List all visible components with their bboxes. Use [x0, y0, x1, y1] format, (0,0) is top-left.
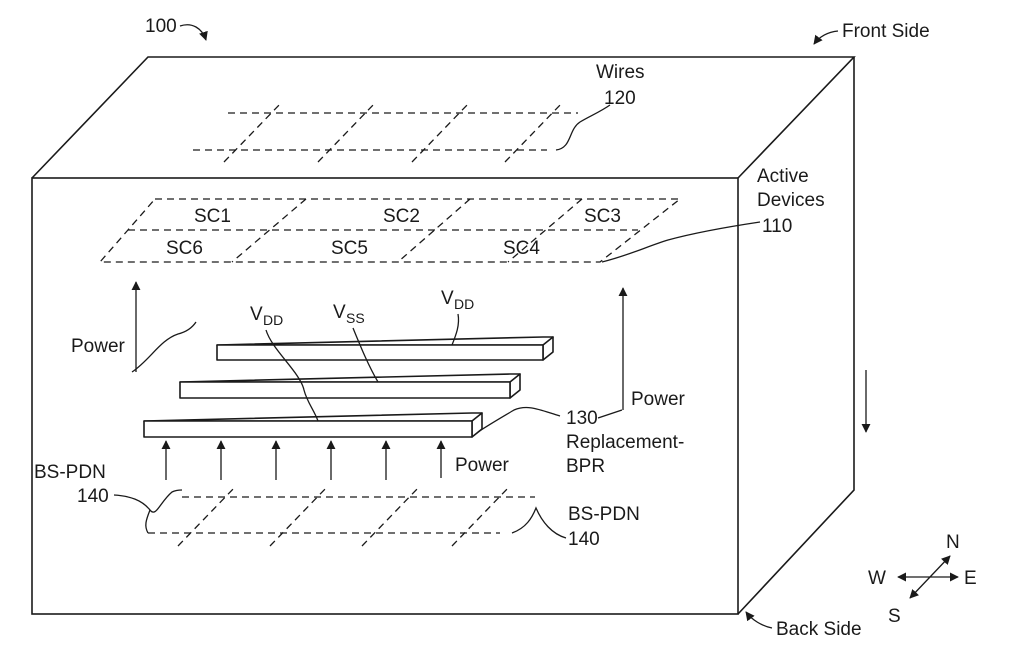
power-label-right: Power — [631, 389, 686, 410]
device-box — [31, 56, 856, 615]
cell-sc2: SC2 — [383, 206, 420, 227]
bs-pdn-right-label: BS-PDN — [568, 504, 640, 525]
box-front-face — [31, 177, 739, 615]
figure-number: 100 — [145, 16, 177, 37]
compass-w: W — [868, 568, 886, 589]
back-side-label: Back Side — [776, 619, 862, 640]
active-devices-label-1: Active — [757, 166, 809, 187]
cell-sc4: SC4 — [503, 238, 540, 259]
cell-sc5: SC5 — [331, 238, 368, 259]
bpr-leader — [477, 406, 561, 433]
label-vdd-left: V DD — [250, 304, 283, 328]
vss-leader — [352, 327, 379, 383]
power-left-brace — [131, 321, 197, 373]
bpr-ref-tick — [597, 409, 623, 419]
front-side-arrow — [813, 30, 839, 45]
compass-e: E — [964, 568, 977, 589]
bs-pdn-right-ref: 140 — [568, 529, 600, 550]
figure-number-arrow — [179, 24, 208, 41]
compass-s: S — [888, 606, 901, 627]
bpr-label-1: Replacement- — [566, 432, 684, 453]
bs-pdn-grid — [148, 485, 535, 547]
bottom-power-arrows — [161, 440, 446, 480]
wires-ref: 120 — [604, 88, 636, 109]
bs-pdn-left-brace — [145, 509, 151, 534]
cell-sc3: SC3 — [584, 206, 621, 227]
cell-sc6: SC6 — [166, 238, 203, 259]
compass-ns-axis — [909, 555, 951, 599]
bpr-ref: 130 — [566, 408, 598, 429]
vdd-right-main: V — [441, 288, 454, 309]
rail-vdd-bottom — [143, 412, 483, 438]
front-side-label: Front Side — [842, 21, 930, 42]
bs-pdn-right-leader — [511, 506, 567, 539]
bs-pdn-left-ref: 140 — [77, 486, 109, 507]
cell-sc1: SC1 — [194, 206, 231, 227]
vdd-left-main: V — [250, 304, 263, 325]
bs-pdn-left-label: BS-PDN — [34, 462, 106, 483]
vss-sub: SS — [346, 310, 365, 326]
vdd-left-sub: DD — [263, 312, 283, 328]
active-devices-ref: 110 — [762, 216, 792, 237]
vdd-right-sub: DD — [454, 296, 474, 312]
power-label-bottom: Power — [455, 455, 510, 476]
label-vss: V SS — [333, 302, 365, 326]
wires-grid — [193, 101, 578, 163]
active-devices-label-2: Devices — [757, 190, 825, 211]
power-label-left: Power — [71, 336, 126, 357]
rail-vdd-top — [216, 336, 554, 361]
active-devices-plane — [98, 198, 682, 263]
vdd-right-leader — [451, 313, 460, 346]
box-top-face — [31, 56, 856, 179]
compass: N E S W — [868, 532, 977, 627]
wires-label: Wires — [596, 62, 645, 83]
compass-n: N — [946, 532, 960, 553]
back-side-arrow — [745, 611, 773, 629]
rail-vss — [179, 373, 521, 399]
active-devices-leader — [601, 221, 761, 263]
vdd-left-leader — [265, 329, 319, 422]
label-vdd-right: V DD — [441, 288, 474, 312]
vss-main: V — [333, 302, 346, 323]
bpr-label-2: BPR — [566, 456, 605, 477]
box-side-face — [737, 57, 855, 615]
wires-leader — [555, 104, 611, 151]
bs-pdn-left-leader — [113, 489, 183, 513]
